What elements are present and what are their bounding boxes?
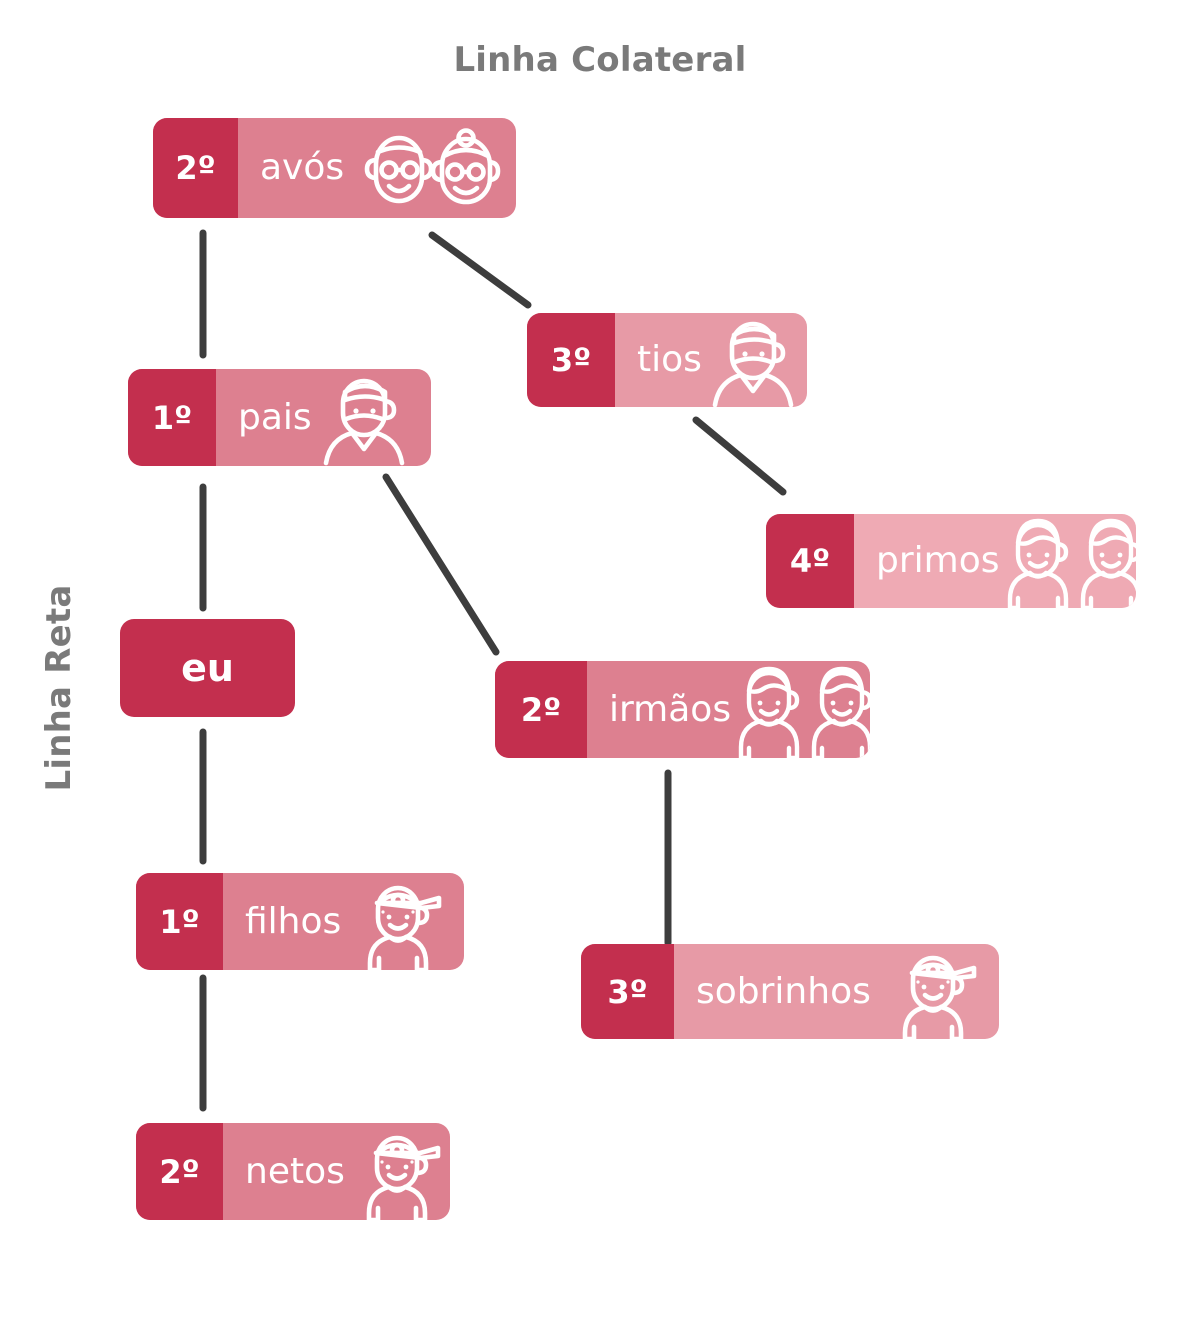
node-tios-label: tios <box>637 339 702 380</box>
node-irmaos-degree: 2º <box>495 661 587 758</box>
node-pais[interactable]: 1º pais <box>128 369 431 466</box>
node-primos-degree: 4º <box>766 514 854 608</box>
node-avos-degree: 2º <box>153 118 238 218</box>
node-netos-label: netos <box>245 1150 345 1192</box>
node-eu-label: eu <box>181 646 234 690</box>
node-filhos[interactable]: 1º filhos <box>136 873 464 970</box>
node-sobrinhos-degree: 3º <box>581 944 674 1039</box>
child-icon <box>887 944 987 1039</box>
node-pais-label: pais <box>238 396 312 438</box>
grandparents-icon <box>354 118 504 218</box>
node-sobrinhos-label: sobrinhos <box>696 970 871 1012</box>
node-netos-degree: 2º <box>136 1123 223 1220</box>
parent-icon <box>708 313 807 407</box>
node-irmaos[interactable]: 2º irmãos <box>495 661 870 758</box>
child-icon <box>352 873 452 970</box>
connector-tios-primos <box>692 416 787 496</box>
node-tios-degree: 3º <box>527 313 615 407</box>
node-filhos-degree: 1º <box>136 873 223 970</box>
node-pais-degree: 1º <box>128 369 216 466</box>
node-filhos-label: filhos <box>245 900 342 942</box>
node-eu[interactable]: eu <box>120 619 295 717</box>
node-netos[interactable]: 2º netos <box>136 1123 450 1220</box>
node-avos[interactable]: 2º avós <box>153 118 516 218</box>
collateral-line-title: Linha Colateral <box>453 40 747 80</box>
two-young-adults-icon <box>737 661 870 758</box>
node-tios[interactable]: 3º tios <box>527 313 807 407</box>
node-sobrinhos[interactable]: 3º sobrinhos <box>581 944 999 1039</box>
parent-icon <box>319 369 419 466</box>
node-primos-label: primos <box>876 540 1000 581</box>
direct-line-title: Linha Reta <box>39 584 79 792</box>
node-avos-label: avós <box>260 147 345 188</box>
child-icon <box>351 1123 450 1220</box>
connector-avos-tios <box>428 231 532 309</box>
two-young-adults-icon <box>1006 514 1136 608</box>
node-primos[interactable]: 4º primos <box>766 514 1136 608</box>
node-irmaos-label: irmãos <box>609 688 732 730</box>
connector-pais-irmaos <box>382 473 500 656</box>
